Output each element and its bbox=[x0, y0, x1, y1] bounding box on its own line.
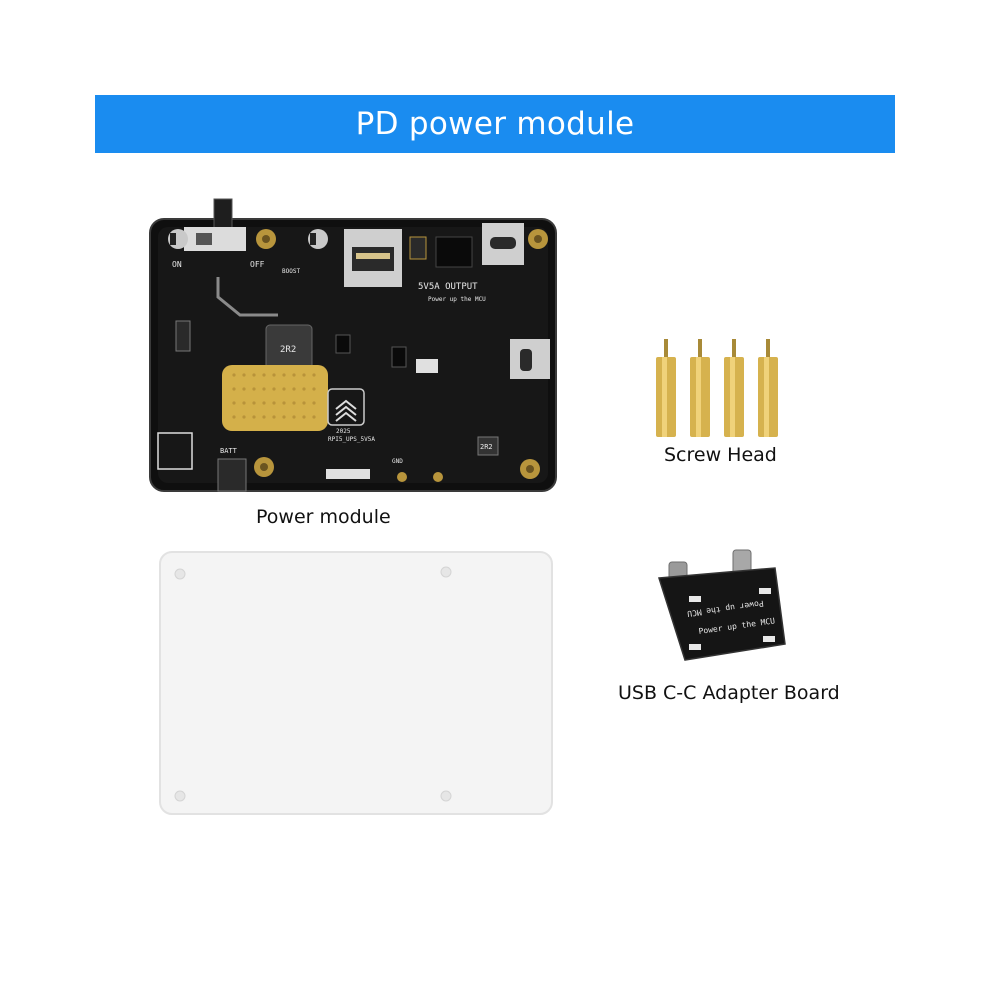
power-module-board: ON OFF 5V5A OUTPUT Power up the MCU BOOS… bbox=[149, 198, 557, 492]
output-label: 5V5A OUTPUT bbox=[418, 282, 478, 292]
boost-label: BOOST bbox=[282, 268, 300, 275]
title-banner: PD power module bbox=[95, 95, 895, 153]
brass-standoff-1 bbox=[656, 339, 676, 437]
output-note: Power up the MCU bbox=[428, 296, 486, 303]
power-module-caption: Power module bbox=[256, 506, 391, 528]
adapter-board-caption: USB C-C Adapter Board bbox=[618, 682, 840, 704]
inductor-label: 2R2 bbox=[280, 345, 296, 355]
brass-standoff-4 bbox=[758, 339, 778, 437]
usb-c-adapter-board: Power up the MCU Power up the MCU bbox=[658, 549, 786, 661]
board-year-label: 2025 bbox=[336, 428, 351, 435]
banner-title: PD power module bbox=[355, 106, 635, 142]
batt-label: BATT bbox=[220, 447, 238, 455]
gnd-label: GND bbox=[392, 458, 403, 465]
acrylic-base-plate bbox=[159, 551, 553, 815]
switch-off-label: OFF bbox=[250, 260, 265, 269]
brass-standoff-2 bbox=[690, 339, 710, 437]
brass-standoff-3 bbox=[724, 339, 744, 437]
screw-head-caption: Screw Head bbox=[664, 444, 777, 466]
switch-on-label: ON bbox=[172, 260, 182, 269]
inductor-small-label: 2R2 bbox=[480, 443, 493, 451]
board-model-label: RPI5_UPS_5V5A bbox=[328, 436, 375, 443]
screw-head-set bbox=[656, 339, 778, 437]
